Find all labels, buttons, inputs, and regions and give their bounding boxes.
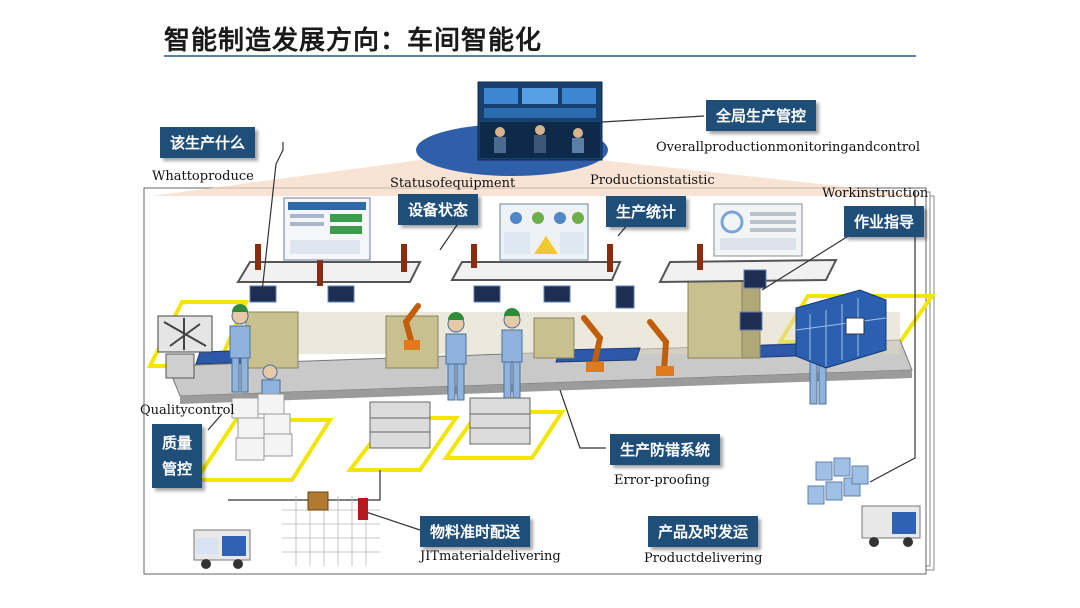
product-stack [807, 457, 869, 505]
mes-screen-statistics [713, 203, 803, 257]
tag-quality-control-line2: 管控 [162, 460, 193, 478]
label-error-proofing-en: Error-proofing [614, 473, 710, 488]
finished-goods-rack [795, 289, 887, 369]
tag-jit-delivery: 物料准时配送 [420, 516, 531, 547]
tag-work-instruction: 作业指导 [844, 206, 925, 237]
label-jit-delivery-en: JITmaterialdelivering [420, 549, 561, 564]
warehouse-grid [282, 496, 380, 566]
page-title: 智能制造发展方向：车间智能化 [164, 26, 543, 56]
label-product-delivery-en: Productdelivering [644, 551, 763, 566]
tag-quality-control: 质量 管控 [152, 424, 203, 488]
tag-product-delivery: 产品及时发运 [648, 516, 759, 547]
mes-screen-production [283, 197, 371, 261]
truck-right [861, 505, 921, 547]
tag-production-stats: 生产统计 [606, 196, 687, 227]
label-equipment-status-en: Statusofequipment [390, 176, 516, 191]
tag-error-proofing: 生产防错系统 [610, 434, 721, 465]
mes-screen-equipment [499, 203, 589, 261]
quality-boxes [231, 393, 293, 461]
tag-equipment-status: 设备状态 [398, 194, 479, 225]
title-divider [164, 55, 916, 57]
material-carts [369, 397, 531, 449]
truck-left [193, 529, 251, 569]
quality-inspection-machine [157, 315, 213, 379]
label-global-control-en: Overallproductionmonitoringandcontrol [656, 140, 921, 155]
control-beam [152, 160, 930, 196]
label-what-produce-en: Whattoproduce [152, 169, 254, 184]
tag-what-produce: 该生产什么 [160, 127, 256, 158]
control-room-photo [477, 81, 603, 161]
label-work-instruction-en: Workinstruction [822, 186, 929, 201]
tag-global-control: 全局生产管控 [706, 100, 817, 131]
label-production-stats-en: Productionstatistic [590, 173, 715, 188]
label-quality-control-en: Qualitycontrol [140, 403, 235, 418]
tag-quality-control-line1: 质量 [162, 434, 193, 452]
